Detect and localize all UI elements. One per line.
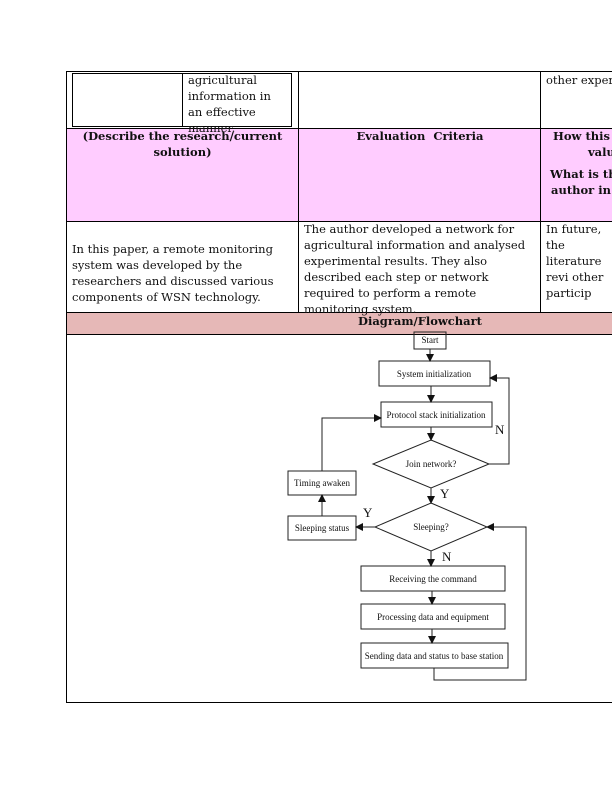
flow-label-n1: N xyxy=(495,422,505,437)
diagram-header-bg xyxy=(67,312,612,334)
row-divider-1 xyxy=(66,128,612,129)
nested-table-divider xyxy=(182,73,183,127)
table-border-bottom xyxy=(66,702,612,703)
content-col3: In future, the literature revi other par… xyxy=(546,222,604,300)
receiving-label: Receiving the command xyxy=(389,574,477,584)
header-description: (Describe the research/current solution) xyxy=(82,129,283,159)
start-label: Start xyxy=(422,335,439,345)
flow-label-y1: Y xyxy=(440,486,450,501)
system-init-label: System initialization xyxy=(397,369,472,379)
col-divider-2 xyxy=(540,71,541,312)
flow-label-y2: Y xyxy=(363,505,373,520)
row-divider-4 xyxy=(66,334,612,335)
header-row-bg xyxy=(67,128,612,221)
header-col3-line2: valu xyxy=(588,145,612,159)
nested-cell-text: agricultural information in an effective… xyxy=(188,73,271,135)
table-border-top xyxy=(66,71,612,72)
header-col3-line3: What is the xyxy=(550,167,612,181)
row-divider-3 xyxy=(66,312,612,313)
diagram-header: Diagram/Flowchart xyxy=(357,314,482,328)
content-evaluation: The author developed a network for agric… xyxy=(304,222,526,316)
header-col3-line1: How this re xyxy=(553,129,612,143)
system-init-box xyxy=(378,360,491,387)
join-network-label: Join network? xyxy=(406,459,457,469)
processing-label: Processing data and equipment xyxy=(377,612,489,622)
table-border-left xyxy=(66,71,67,703)
sleeping-label: Sleeping? xyxy=(413,522,449,532)
col-divider-1 xyxy=(298,71,299,312)
content-description: In this paper, a remote monitoring syste… xyxy=(72,242,274,304)
header-evaluation-criteria: Evaluation Criteria xyxy=(356,129,484,143)
timing-awaken-label: Timing awaken xyxy=(294,478,350,488)
sending-label: Sending data and status to base station xyxy=(365,651,504,661)
flow-label-n2: N xyxy=(442,549,452,564)
header-col3-line4: author in C xyxy=(551,183,612,197)
sleeping-status-label: Sleeping status xyxy=(295,523,350,533)
row-divider-2 xyxy=(66,221,612,222)
protocol-init-label: Protocol stack initialization xyxy=(387,410,486,420)
top-right-cell-text: other experts xyxy=(546,73,612,87)
